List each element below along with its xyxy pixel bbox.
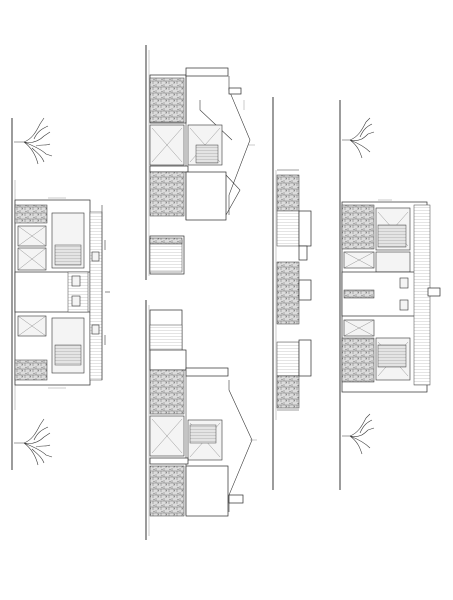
timber-siding bbox=[149, 239, 183, 273]
stone-cladding bbox=[149, 369, 185, 415]
elevation-front-left bbox=[11, 118, 110, 470]
elevation-front-right bbox=[339, 100, 441, 490]
timber-siding bbox=[149, 324, 183, 351]
stone-cladding bbox=[149, 77, 185, 123]
stone-cladding bbox=[14, 204, 48, 224]
tree-bottom-left bbox=[14, 418, 53, 466]
tree-top-left bbox=[14, 117, 53, 165]
section-narrow bbox=[272, 97, 312, 490]
timber-siding bbox=[276, 341, 300, 377]
stone-cladding bbox=[341, 204, 375, 250]
stone-cladding bbox=[149, 171, 185, 217]
tree-top-right bbox=[342, 117, 375, 159]
elevation-side-bottom bbox=[145, 300, 257, 540]
stone-cladding bbox=[149, 465, 185, 517]
timber-siding bbox=[413, 204, 431, 386]
stone-cladding bbox=[341, 337, 375, 383]
stone-cladding bbox=[276, 174, 300, 212]
timber-siding bbox=[89, 211, 103, 381]
stone-cladding bbox=[276, 261, 300, 325]
stone-cladding bbox=[14, 359, 48, 381]
stone-cladding bbox=[276, 375, 300, 409]
tree-bottom-right bbox=[342, 413, 375, 455]
elevation-side-top bbox=[145, 45, 255, 280]
timber-siding bbox=[276, 210, 300, 247]
